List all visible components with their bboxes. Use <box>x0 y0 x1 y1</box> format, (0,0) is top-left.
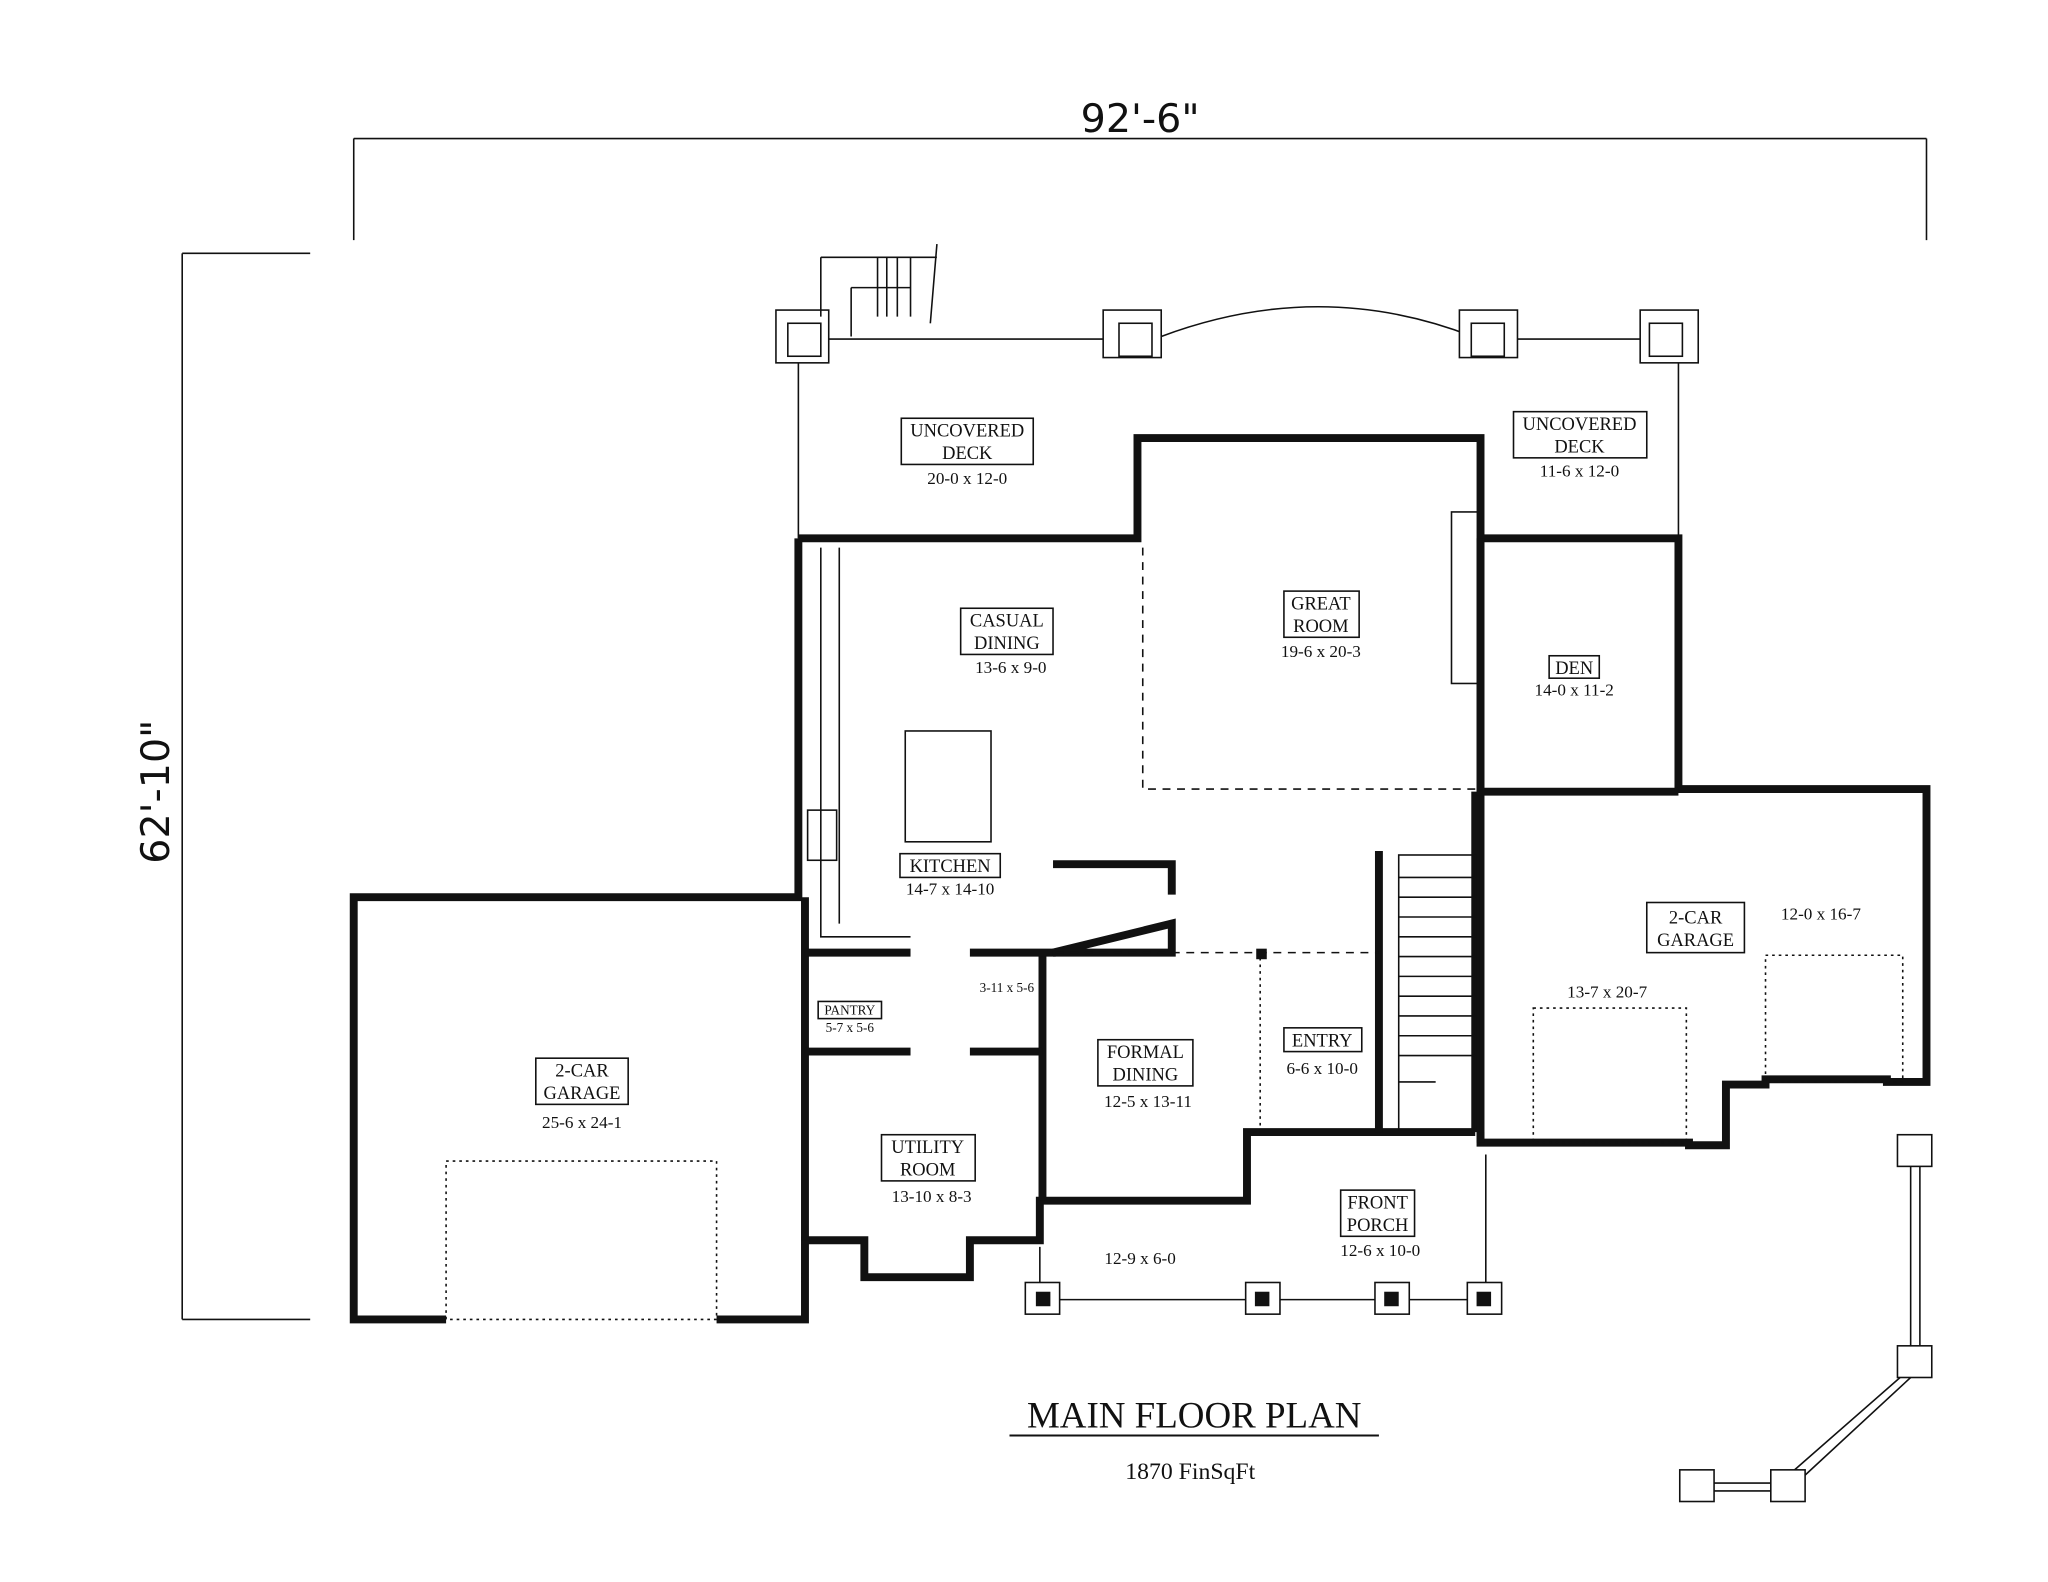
svg-text:13-7 x 20-7: 13-7 x 20-7 <box>1567 982 1647 1001</box>
room-formal-dining: FORMAL DINING 12-5 x 13-11 <box>1097 1038 1194 1111</box>
svg-text:DECK: DECK <box>942 443 993 463</box>
svg-text:DINING: DINING <box>974 633 1040 653</box>
room-pantry: PANTRY 5-7 x 5-6 <box>817 1000 883 1035</box>
svg-text:GARAGE: GARAGE <box>544 1083 621 1103</box>
main-stair <box>1397 854 1477 1131</box>
svg-text:ENTRY: ENTRY <box>1292 1030 1353 1050</box>
room-front-porch: FRONT PORCH 12-6 x 10-0 12-9 x 6-0 <box>1104 1189 1420 1268</box>
svg-text:25-6 x 24-1: 25-6 x 24-1 <box>542 1113 622 1132</box>
overall-width-dimension: 92'-6" <box>352 96 1928 241</box>
exterior-walls <box>349 434 1931 1324</box>
svg-text:GARAGE: GARAGE <box>1657 930 1734 950</box>
room-deck-left: UNCOVERED DECK 20-0 x 12-0 <box>900 417 1035 488</box>
svg-text:FORMAL: FORMAL <box>1107 1042 1184 1062</box>
rear-deck <box>775 244 1700 539</box>
svg-text:DINING: DINING <box>1113 1065 1179 1085</box>
svg-text:13-10 x 8-3: 13-10 x 8-3 <box>892 1187 972 1206</box>
svg-text:KITCHEN: KITCHEN <box>910 856 991 876</box>
svg-text:14-0 x 11-2: 14-0 x 11-2 <box>1535 680 1614 699</box>
room-casual-dining: CASUAL DINING 13-6 x 9-0 <box>959 607 1054 677</box>
room-deck-right: UNCOVERED DECK 11-6 x 12-0 <box>1512 410 1648 480</box>
room-entry: ENTRY 6-6 x 10-0 <box>1283 1027 1363 1078</box>
walkway <box>1678 1133 1933 1503</box>
room-den: DEN 14-0 x 11-2 <box>1535 654 1614 699</box>
overall-depth-label: 62'-10" <box>133 720 179 864</box>
porch-columns <box>1024 1281 1503 1315</box>
plan-title: MAIN FLOOR PLAN <box>1027 1395 1362 1436</box>
room-garage-right: 2-CAR GARAGE 13-7 x 20-7 12-0 x 16-7 <box>1567 901 1861 1001</box>
title-block: MAIN FLOOR PLAN 1870 FinSqFt <box>1009 1395 1379 1485</box>
svg-text:PANTRY: PANTRY <box>824 1003 875 1018</box>
front-porch-structure <box>1024 1154 1503 1315</box>
svg-text:5-7 x 5-6: 5-7 x 5-6 <box>826 1020 875 1035</box>
svg-text:11-6 x 12-0: 11-6 x 12-0 <box>1540 461 1619 480</box>
svg-text:13-6 x 9-0: 13-6 x 9-0 <box>975 658 1046 677</box>
svg-text:DECK: DECK <box>1554 437 1605 457</box>
svg-text:2-CAR: 2-CAR <box>555 1061 609 1081</box>
room-kitchen: KITCHEN 14-7 x 14-10 <box>899 852 1002 899</box>
svg-text:GREAT: GREAT <box>1291 594 1351 614</box>
svg-text:UNCOVERED: UNCOVERED <box>1523 414 1637 434</box>
svg-text:ROOM: ROOM <box>1293 616 1348 636</box>
finished-area: 1870 FinSqFt <box>1125 1459 1255 1485</box>
svg-text:ROOM: ROOM <box>900 1160 955 1180</box>
svg-text:2-CAR: 2-CAR <box>1669 908 1723 928</box>
room-garage-left: 2-CAR GARAGE 25-6 x 24-1 <box>535 1057 629 1132</box>
svg-text:3-11 x 5-6: 3-11 x 5-6 <box>980 980 1035 995</box>
overall-width-label: 92'-6" <box>1081 96 1200 142</box>
room-utility: UTILITY ROOM 13-10 x 8-3 <box>880 1133 976 1206</box>
svg-text:6-6 x 10-0: 6-6 x 10-0 <box>1286 1059 1357 1078</box>
svg-text:CASUAL: CASUAL <box>970 611 1044 631</box>
svg-text:UTILITY: UTILITY <box>891 1137 964 1157</box>
svg-text:UNCOVERED: UNCOVERED <box>910 421 1024 441</box>
svg-text:19-6 x 20-3: 19-6 x 20-3 <box>1281 642 1361 661</box>
svg-text:12-0 x 16-7: 12-0 x 16-7 <box>1781 905 1861 924</box>
svg-text:20-0 x 12-0: 20-0 x 12-0 <box>927 469 1007 488</box>
overall-depth-dimension: 62'-10" <box>133 252 311 1321</box>
svg-text:12-6 x 10-0: 12-6 x 10-0 <box>1340 1241 1420 1260</box>
svg-text:DEN: DEN <box>1555 658 1593 678</box>
svg-text:PORCH: PORCH <box>1347 1215 1409 1235</box>
svg-text:12-9 x 6-0: 12-9 x 6-0 <box>1104 1249 1175 1268</box>
interior-walls <box>445 511 1904 1321</box>
room-closet: 3-11 x 5-6 <box>980 980 1035 995</box>
svg-text:14-7 x 14-10: 14-7 x 14-10 <box>906 880 995 899</box>
room-great-room: GREAT ROOM 19-6 x 20-3 <box>1281 590 1361 661</box>
svg-text:FRONT: FRONT <box>1347 1193 1408 1213</box>
svg-text:12-5 x 13-11: 12-5 x 13-11 <box>1104 1092 1192 1111</box>
